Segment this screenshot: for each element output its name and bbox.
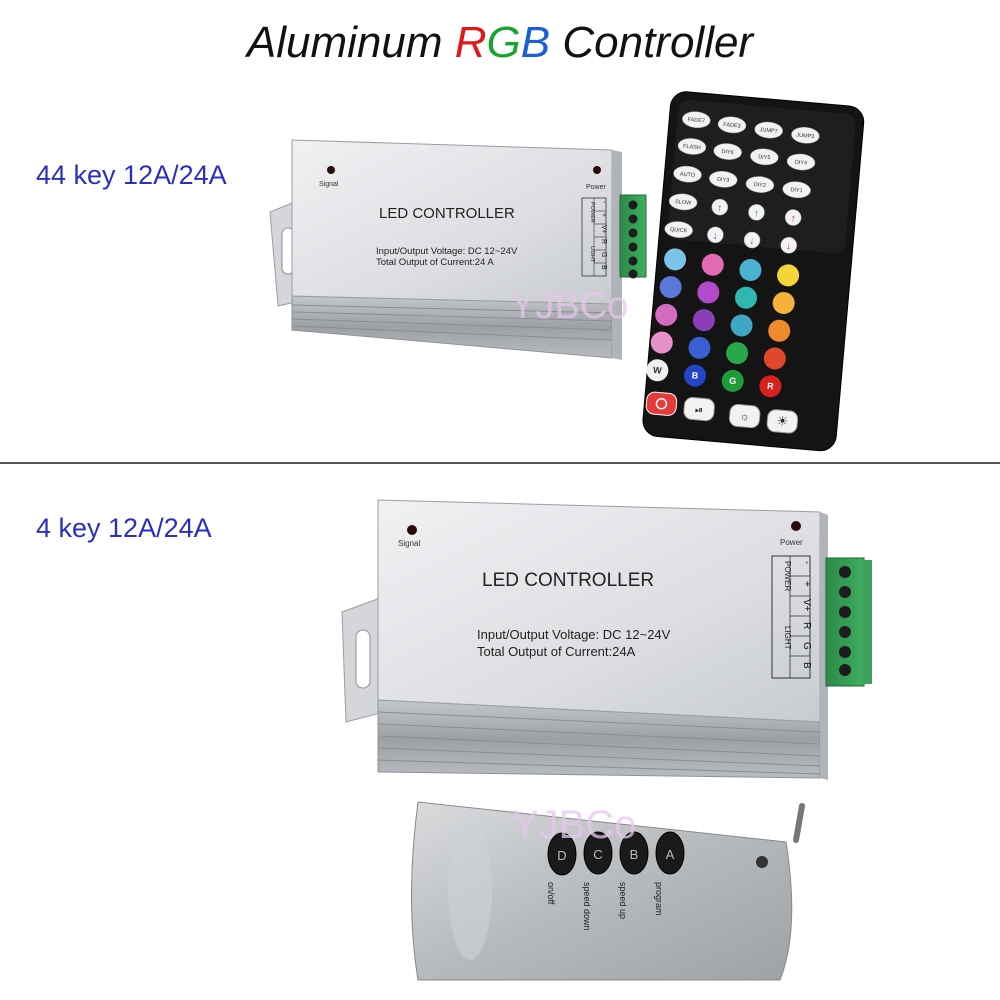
pin-label: B [801,662,812,669]
pin-label: V+ [801,599,812,612]
remote-44-key: FADE7 FADE3 JUMP7 JUMP3 FLASH DIY6 DIY5 … [642,91,865,452]
remote-key-label: FLASH [683,144,701,152]
controller-top-face [377,499,821,723]
controller-4-key: Signal Power LED CONTROLLER Input/Output… [341,499,872,780]
pin-label: V+ [600,225,607,234]
color-key-grid [646,248,800,398]
brightness-down-icon: ☼ [739,411,750,424]
brightness-up-icon: ☀ [776,413,789,429]
section-divider [0,462,1000,464]
variant-label-44-key: 44 key 12A/24A [36,160,227,190]
power-label: Power [780,538,803,547]
light-group-label: LIGHT [783,626,792,650]
pin-label-table: POWER LIGHT B G R V+ + - [581,197,607,277]
title-letter-g: G [486,18,521,67]
remote-key-d-label: D [557,848,566,863]
brightness-up-key [766,409,799,434]
pin-label: R [801,622,812,629]
remote-key-label: DIY6 [721,149,734,156]
controller-name: LED CONTROLLER [482,570,654,591]
play-pause-key [683,396,715,422]
page-title: Aluminum RGB Controller [0,18,1000,68]
svg-text:↓: ↓ [749,236,755,247]
brand-watermark: YJBCo [512,803,637,847]
play-pause-icon: ⏯ [695,405,704,417]
remote-key-label: FADE7 [687,117,705,124]
controller-44-key: Signal Power LED CONTROLLER Input/Output… [269,139,647,360]
power-label: Power [586,184,607,191]
remote-function-label: on/off [546,882,556,905]
power-led [791,521,801,531]
light-group-label: LIGHT [589,246,595,263]
remote-body [411,801,793,981]
pin-label: - [600,201,607,204]
svg-text:↑: ↑ [790,213,796,224]
title-letter-b: B [520,18,551,67]
voltage-spec: Input/Output Voltage: DC 12~24V [477,627,671,642]
power-led [593,166,601,174]
remote-key-label: FADE3 [723,122,741,129]
controller-top-face [291,139,613,305]
pin-label: + [600,213,607,217]
remote-key-b-label: B [630,847,639,862]
signal-led [407,525,417,535]
power-key [645,391,678,416]
pin-label: B [600,265,607,270]
remote-function-label: speed down [582,882,592,931]
voltage-spec: Input/Output Voltage: DC 12~24V [376,246,518,257]
remote-key-label: DIY1 [790,187,803,194]
remote-key-label: AUTO [680,172,696,179]
power-group-label: POWER [589,202,595,223]
svg-text:↓: ↓ [712,231,718,242]
remote-key-label: QUICK [670,227,688,235]
signal-label: Signal [398,539,420,548]
brightness-down-key [728,403,761,429]
remote-key-label: SLOW [675,199,692,206]
blue-key-label: B [691,370,699,381]
brand-watermark: YJBCo [510,285,628,327]
pin-label: R [600,239,607,244]
mounting-slot [355,629,371,689]
remote-antenna [793,803,805,843]
remote-4-key: D C B A on/off speed down speed up progr… [411,801,805,981]
remote-key-label: JUMP7 [759,127,777,135]
red-key-label: R [767,381,775,392]
title-letter-r: R [454,18,487,67]
current-spec: Total Output of Current:24 A [376,257,494,268]
signal-led [327,166,335,174]
indicator-led [756,856,768,868]
pin-label: G [801,642,812,650]
svg-text:↑: ↑ [753,208,759,219]
remote-function-label: program [654,882,664,916]
pin-label-table: POWER LIGHT B G R V+ + - [771,555,812,679]
variant-label-4-key: 4 key 12A/24A [36,513,212,543]
svg-text:↑: ↑ [717,203,723,214]
power-icon [655,398,668,410]
pin-label: - [801,561,812,564]
remote-key-c-label: C [593,847,602,862]
white-key-label: W [653,365,663,376]
title-suffix: Controller [550,18,754,67]
remote-key-label: JUMP3 [796,133,814,141]
remote-function-label: speed up [618,882,628,919]
pin-label: G [600,252,607,257]
remote-key-label: DIY2 [753,182,766,189]
title-prefix: Aluminum [246,18,455,67]
green-key-label: G [729,376,737,387]
remote-key-label: DIY5 [758,154,771,161]
remote-key-label: DIY4 [795,159,808,166]
svg-text:↓: ↓ [786,241,792,252]
controller-name: LED CONTROLLER [379,205,515,222]
current-spec: Total Output of Current:24A [477,644,636,659]
signal-label: Signal [319,181,339,188]
power-group-label: POWER [783,561,792,591]
remote-key-a-label: A [666,847,675,862]
remote-key-label: DIY3 [717,177,730,184]
pin-label: + [801,581,812,587]
